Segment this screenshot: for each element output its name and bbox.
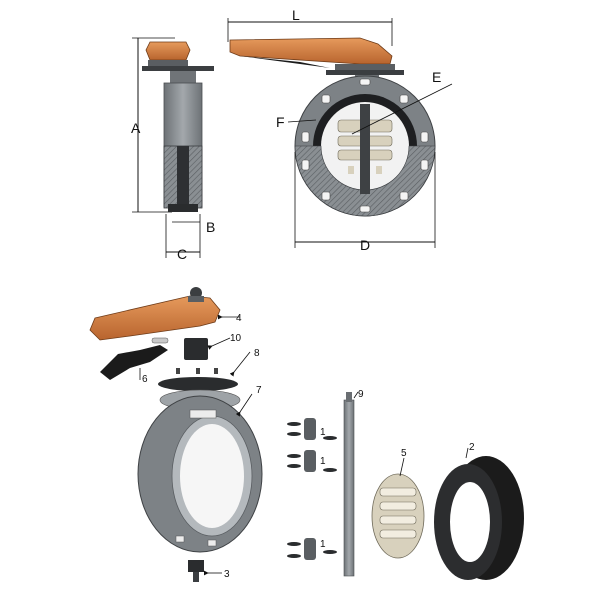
callout-10: 10 <box>230 333 242 344</box>
mounting-plate <box>148 60 188 66</box>
dim-label-l: L <box>292 7 300 23</box>
handle-head-side <box>145 41 191 61</box>
callout-3: 3 <box>224 569 230 580</box>
leader-f <box>287 119 317 123</box>
callout-6: 6 <box>142 374 148 385</box>
callout-9: 9 <box>358 389 364 400</box>
leader-e <box>351 83 453 135</box>
side-view: A B C <box>131 37 215 262</box>
part-handle <box>89 295 221 341</box>
bolt-holes <box>301 78 429 213</box>
part-stop-block <box>184 338 208 360</box>
callout-4: 4 <box>236 313 242 324</box>
part-indexing-plate <box>158 377 238 391</box>
dim-label-f: F <box>276 114 285 130</box>
exploded-view: 4 6 10 8 7 3 <box>89 287 524 582</box>
part-lever <box>100 345 168 380</box>
front-view: L E <box>227 7 453 253</box>
top-flange-plate <box>142 66 214 71</box>
front-top-plate <box>326 70 404 75</box>
callout-5: 5 <box>401 448 407 459</box>
handle-lever-front <box>229 37 393 65</box>
part-bushings <box>287 418 337 560</box>
dim-label-e: E <box>432 69 441 85</box>
screws <box>176 368 218 374</box>
callout-1c: 1 <box>320 539 326 550</box>
stem-front <box>360 104 370 194</box>
callout-1b: 1 <box>320 456 326 467</box>
callout-8: 8 <box>254 348 260 359</box>
dim-label-a: A <box>131 120 141 136</box>
dim-label-b: B <box>206 219 215 235</box>
part-bottom-plug <box>188 560 204 572</box>
callout-2: 2 <box>469 442 475 453</box>
dim-label-c: C <box>177 246 187 262</box>
dim-label-d: D <box>360 237 370 253</box>
callout-1a: 1 <box>320 427 326 438</box>
part-stem <box>343 399 355 577</box>
callout-7: 7 <box>256 385 262 396</box>
